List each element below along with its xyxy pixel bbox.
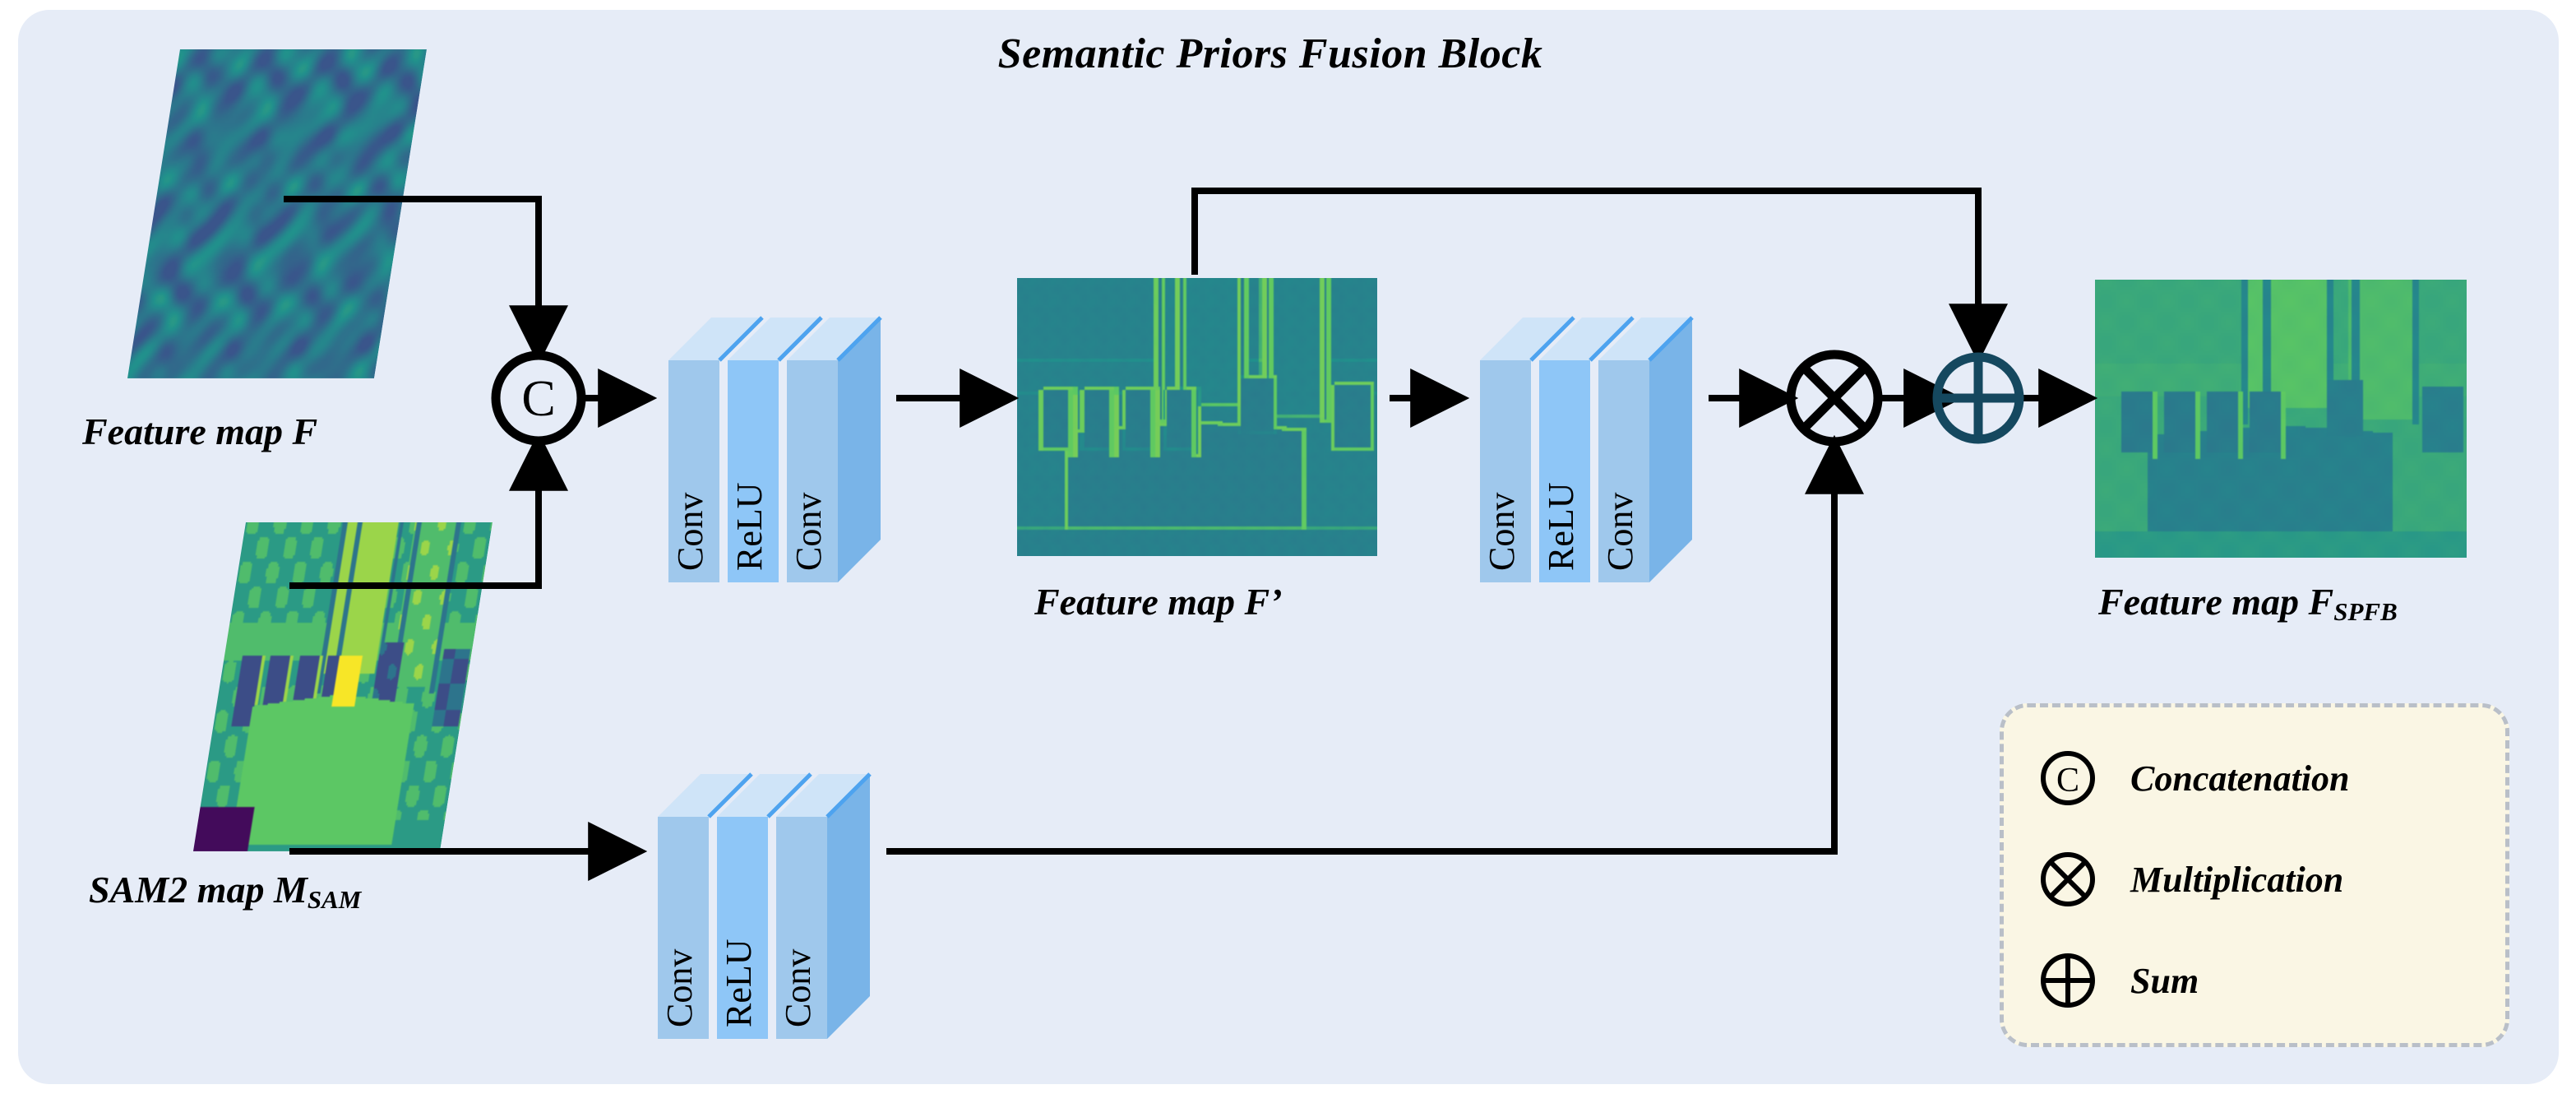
sam2-map-thumbnail xyxy=(193,522,493,851)
conv-slab-edge xyxy=(826,772,872,818)
conv-slab-edge xyxy=(707,772,753,818)
legend-item-concatenation: C Concatenation xyxy=(2038,749,2350,808)
conv-slab-label: Conv xyxy=(670,493,710,571)
conv-slab-label: Conv xyxy=(1600,493,1640,571)
conv-slab-front-face xyxy=(717,817,768,1039)
page-title: Semantic Priors Fusion Block xyxy=(997,30,1543,77)
caption-feature-map-f-prime-text: Feature map F’ xyxy=(1034,581,1283,623)
caption-feature-map-f-text: Feature map F xyxy=(82,410,318,452)
legend-label-sum: Sum xyxy=(2130,960,2199,1001)
caption-sam2-map-text: SAM2 map M xyxy=(89,869,308,911)
conv-layer-slab[interactable]: Conv xyxy=(787,316,882,582)
conv-layer-slab[interactable]: Conv xyxy=(668,316,764,582)
conv-slab-top-face xyxy=(658,774,752,817)
caption-feature-map-f-prime: Feature map F’ xyxy=(1034,580,1283,623)
conv-slab-top-face xyxy=(717,774,811,817)
conv-slab-edge xyxy=(766,772,812,818)
caption-feature-map-f: Feature map F xyxy=(82,410,317,453)
conv-slab-label: ReLU xyxy=(1541,482,1581,571)
conv-slab-label: ReLU xyxy=(729,482,770,571)
legend-item-sum: Sum xyxy=(2038,951,2199,1010)
conv-slab-label: Conv xyxy=(659,949,700,1027)
feature-map-f-thumbnail xyxy=(127,49,427,378)
concatenation-icon: C xyxy=(2041,751,2095,805)
conv-slab-front-face xyxy=(776,817,827,1039)
caption-sam2-map: SAM2 map MSAM xyxy=(89,868,361,915)
legend-panel: C Concatenation Multiplication Sum xyxy=(2000,703,2509,1047)
conv-block-top-1[interactable]: Conv ReLU Conv xyxy=(654,239,925,584)
caption-feature-map-spfb: Feature map FSPFB xyxy=(2098,580,2398,627)
conv-layer-slab[interactable]: ReLU xyxy=(728,316,823,582)
conv-slab-label: Conv xyxy=(1482,493,1522,571)
conv-block-top-2[interactable]: Conv ReLU Conv xyxy=(1465,239,1737,584)
conv-slab-top-face xyxy=(787,318,881,360)
conv-slab-top-face xyxy=(728,318,821,360)
conv-slab-label: Conv xyxy=(778,949,818,1027)
conv-slab-top-face xyxy=(776,774,870,817)
conv-slab-front-face xyxy=(668,360,719,582)
conv-stack-side-face xyxy=(1649,318,1692,582)
conv-stack-side-face xyxy=(827,774,870,1039)
conv-stack-side-face xyxy=(838,318,881,582)
conv-layer-slab[interactable]: Conv xyxy=(776,772,872,1039)
feature-map-spfb-thumbnail xyxy=(2095,280,2467,558)
conv-slab-front-face xyxy=(658,817,709,1039)
conv-slab-label: Conv xyxy=(789,493,829,571)
caption-feature-map-spfb-subscript: SPFB xyxy=(2333,596,2398,626)
sum-icon xyxy=(2041,953,2095,1008)
legend-item-multiplication: Multiplication xyxy=(2038,850,2343,909)
caption-sam2-map-subscript: SAM xyxy=(307,884,362,914)
conv-slab-edge xyxy=(777,316,823,362)
conv-layer-slab[interactable]: ReLU xyxy=(717,772,812,1039)
conv-slab-edge xyxy=(836,316,882,362)
conv-layer-slab[interactable]: Conv xyxy=(658,772,753,1039)
conv-slab-front-face xyxy=(787,360,838,582)
svg-text:C: C xyxy=(2056,762,2079,800)
feature-map-f-prime-thumbnail xyxy=(1017,278,1377,556)
caption-feature-map-spfb-text: Feature map F xyxy=(2098,581,2334,623)
legend-label-concatenation: Concatenation xyxy=(2130,758,2350,799)
multiplication-icon xyxy=(2041,852,2095,906)
conv-block-bottom[interactable]: Conv ReLU Conv xyxy=(643,695,914,1041)
conv-slab-front-face xyxy=(728,360,779,582)
conv-slab-label: ReLU xyxy=(719,939,759,1027)
conv-slab-top-face xyxy=(668,318,762,360)
conv-slab-edge xyxy=(718,316,764,362)
legend-label-multiplication: Multiplication xyxy=(2130,859,2344,900)
